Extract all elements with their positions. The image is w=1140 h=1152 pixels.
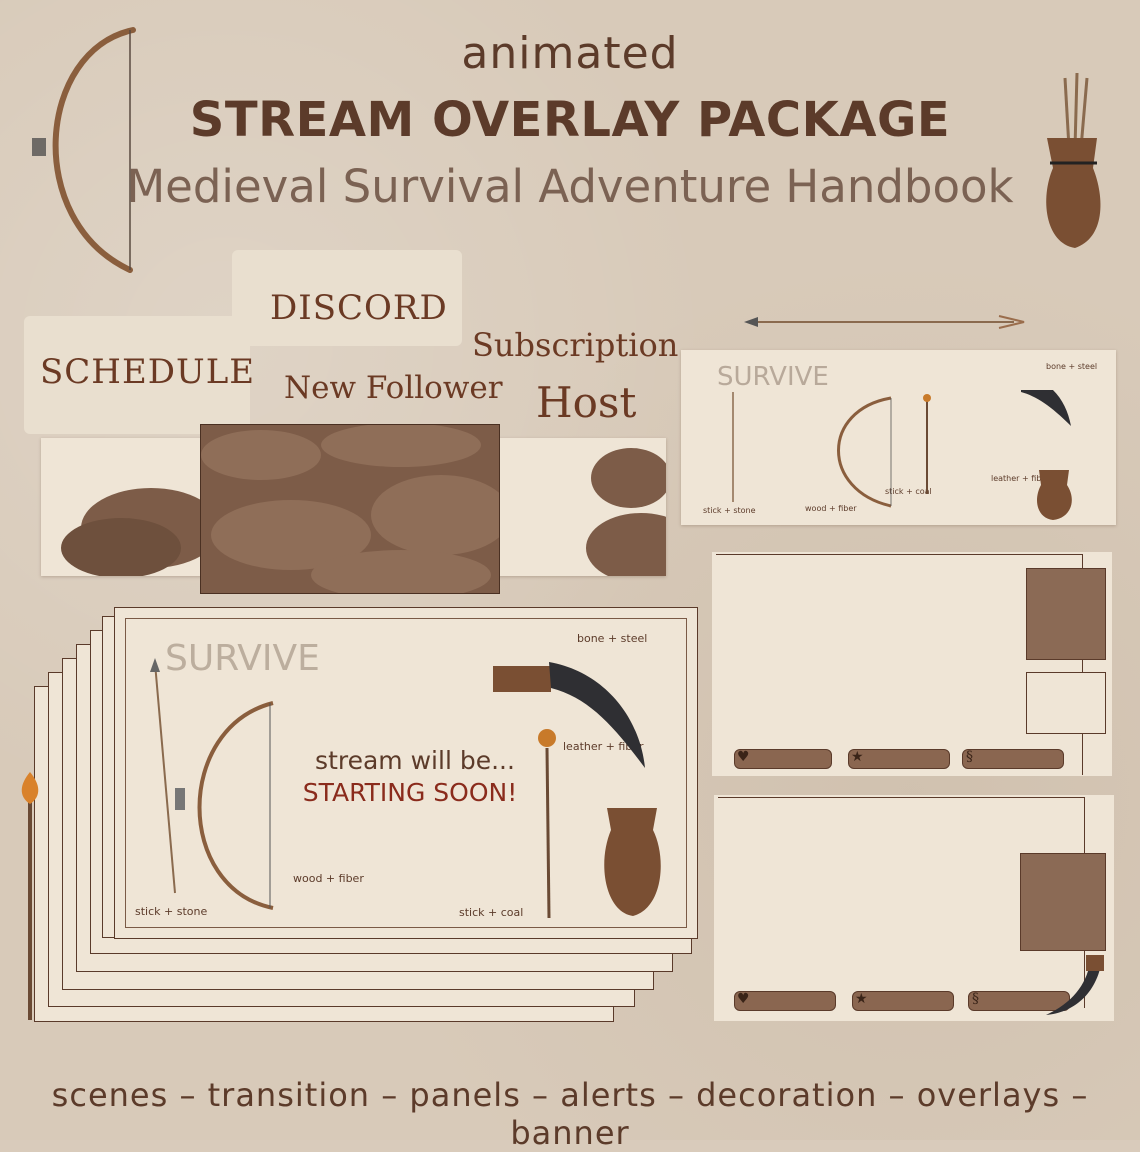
overlay1-chat-box bbox=[1026, 672, 1106, 734]
heart-icon: ♥ bbox=[737, 991, 750, 1007]
footer-features: scenes – transition – panels – alerts – … bbox=[51, 1076, 1089, 1152]
star-icon: ★ bbox=[851, 749, 864, 765]
overlay1-bar-heart bbox=[734, 749, 832, 769]
scene-label-leather: leather + fiber bbox=[563, 740, 644, 753]
scene-small-leather: leather + fiber bbox=[991, 474, 1050, 483]
scene-props bbox=[150, 658, 661, 919]
overlay-layout-2: ♥ ★ § bbox=[714, 795, 1114, 1021]
header-animated: animated bbox=[461, 28, 679, 79]
overlay2-bar-star bbox=[852, 991, 954, 1011]
dollar-icon: § bbox=[972, 991, 979, 1007]
schedule-panel bbox=[24, 316, 250, 434]
schedule-label: SCHEDULE bbox=[40, 352, 256, 392]
dollar-icon: § bbox=[966, 749, 973, 765]
scene-small-coal: stick + coal bbox=[885, 487, 932, 496]
stream-line2: STARTING SOON! bbox=[302, 778, 518, 807]
star-icon: ★ bbox=[855, 991, 868, 1007]
scene-small-bone: bone + steel bbox=[1046, 362, 1098, 371]
overlay-layout-1: ♥ ★ § bbox=[712, 552, 1112, 776]
scene-preview-small: SURVIVE bone + steel leather + fiber sti… bbox=[681, 350, 1116, 525]
torch-icon bbox=[21, 772, 39, 1020]
overlay1-bar-dollar bbox=[962, 749, 1064, 769]
header-subtitle: Medieval Survival Adventure Handbook bbox=[126, 160, 1014, 213]
host-label: Host bbox=[536, 378, 637, 427]
transition-frame bbox=[200, 424, 500, 594]
header-package-title: STREAM OVERLAY PACKAGE bbox=[189, 92, 951, 148]
scene-small-title: SURVIVE bbox=[717, 362, 829, 392]
scene-label-stick: stick + stone bbox=[135, 905, 208, 918]
scene-small-wood: wood + fiber bbox=[805, 504, 857, 513]
overlay2-bar-heart bbox=[734, 991, 836, 1011]
new-follower-label: New Follower bbox=[284, 370, 503, 406]
scene-label-coal: stick + coal bbox=[459, 906, 524, 919]
overlay2-webcam-box bbox=[1020, 853, 1106, 951]
overlay1-cam-frame bbox=[716, 554, 1083, 775]
scene-starting-soon: SURVIVE bone + steel leather + fiber sti… bbox=[114, 607, 698, 939]
scene-label-wood: wood + fiber bbox=[293, 872, 364, 885]
scene-small-stick: stick + stone bbox=[703, 506, 756, 515]
heart-icon: ♥ bbox=[737, 749, 750, 765]
scene-inner-border bbox=[125, 618, 687, 928]
stream-line1: stream will be... bbox=[315, 746, 515, 775]
arrow-icon bbox=[744, 315, 1025, 329]
discord-panel bbox=[232, 250, 462, 346]
bow-icon bbox=[32, 27, 136, 273]
discord-label: DISCORD bbox=[270, 288, 448, 328]
quiver-bag-icon bbox=[1046, 72, 1101, 248]
scene-title: SURVIVE bbox=[165, 638, 320, 679]
scene-small-props bbox=[732, 390, 1072, 520]
blade-icon bbox=[1046, 955, 1104, 1015]
overlay1-webcam-box bbox=[1026, 568, 1106, 660]
overlay1-bar-star bbox=[848, 749, 950, 769]
scene-label-bone: bone + steel bbox=[577, 632, 648, 645]
subscription-label: Subscription bbox=[472, 326, 679, 364]
